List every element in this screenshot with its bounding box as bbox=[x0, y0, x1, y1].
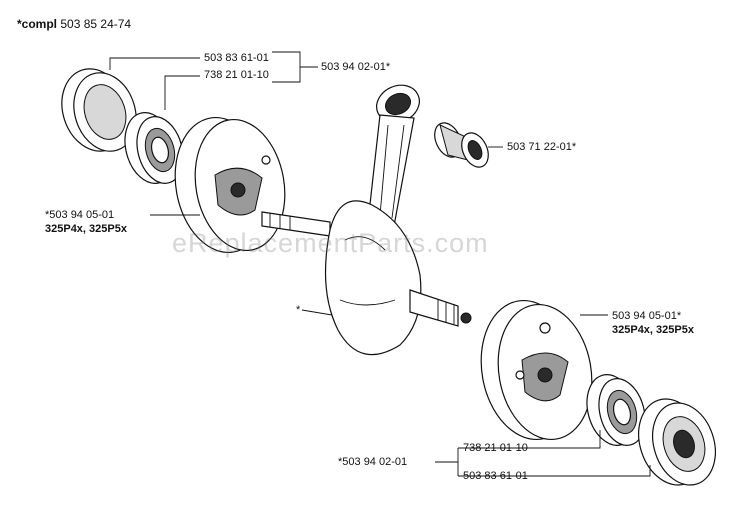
seal-ring-bottom bbox=[638, 398, 716, 486]
ball-bearing-top bbox=[124, 112, 184, 184]
assembly-prefix: *compl bbox=[17, 17, 58, 31]
callout-bearing-kit-top: 503 94 02-01* bbox=[321, 61, 391, 73]
needle-bearing bbox=[434, 122, 489, 168]
leader-lines bbox=[109, 51, 651, 477]
assembly-label: *compl 503 85 24-74 bbox=[17, 18, 131, 31]
callout-half-right-models: 325P4x, 325P5x bbox=[612, 324, 694, 336]
callout-half-left-models: 325P4x, 325P5x bbox=[45, 223, 127, 235]
callout-bearing-bottom-b: 503 83 61-01 bbox=[463, 470, 528, 482]
callout-half-left-number: *503 94 05-01 bbox=[45, 209, 115, 221]
callout-bearing-top-a: 503 83 61-01 bbox=[204, 52, 269, 64]
callout-crankshaft: * bbox=[296, 304, 301, 316]
callout-bearing-bottom-a: 738 21 01-10 bbox=[463, 442, 528, 454]
crankshaft-body bbox=[324, 200, 472, 356]
callout-bearing-kit-bottom: *503 94 02-01 bbox=[338, 456, 408, 468]
ball-bearing-bottom bbox=[586, 374, 646, 446]
callout-bearing-top-b: 738 21 01-10 bbox=[204, 69, 269, 81]
callout-half-right-number: 503 94 05-01* bbox=[612, 310, 682, 322]
connecting-rod bbox=[367, 84, 420, 227]
watermark: eReplacementParts.com bbox=[172, 228, 489, 258]
assembly-number: 503 85 24-74 bbox=[60, 17, 132, 31]
callout-needle-bearing: 503 71 22-01* bbox=[507, 141, 577, 153]
crankshaft-half-right bbox=[480, 299, 593, 441]
seal-ring-top bbox=[61, 68, 137, 152]
